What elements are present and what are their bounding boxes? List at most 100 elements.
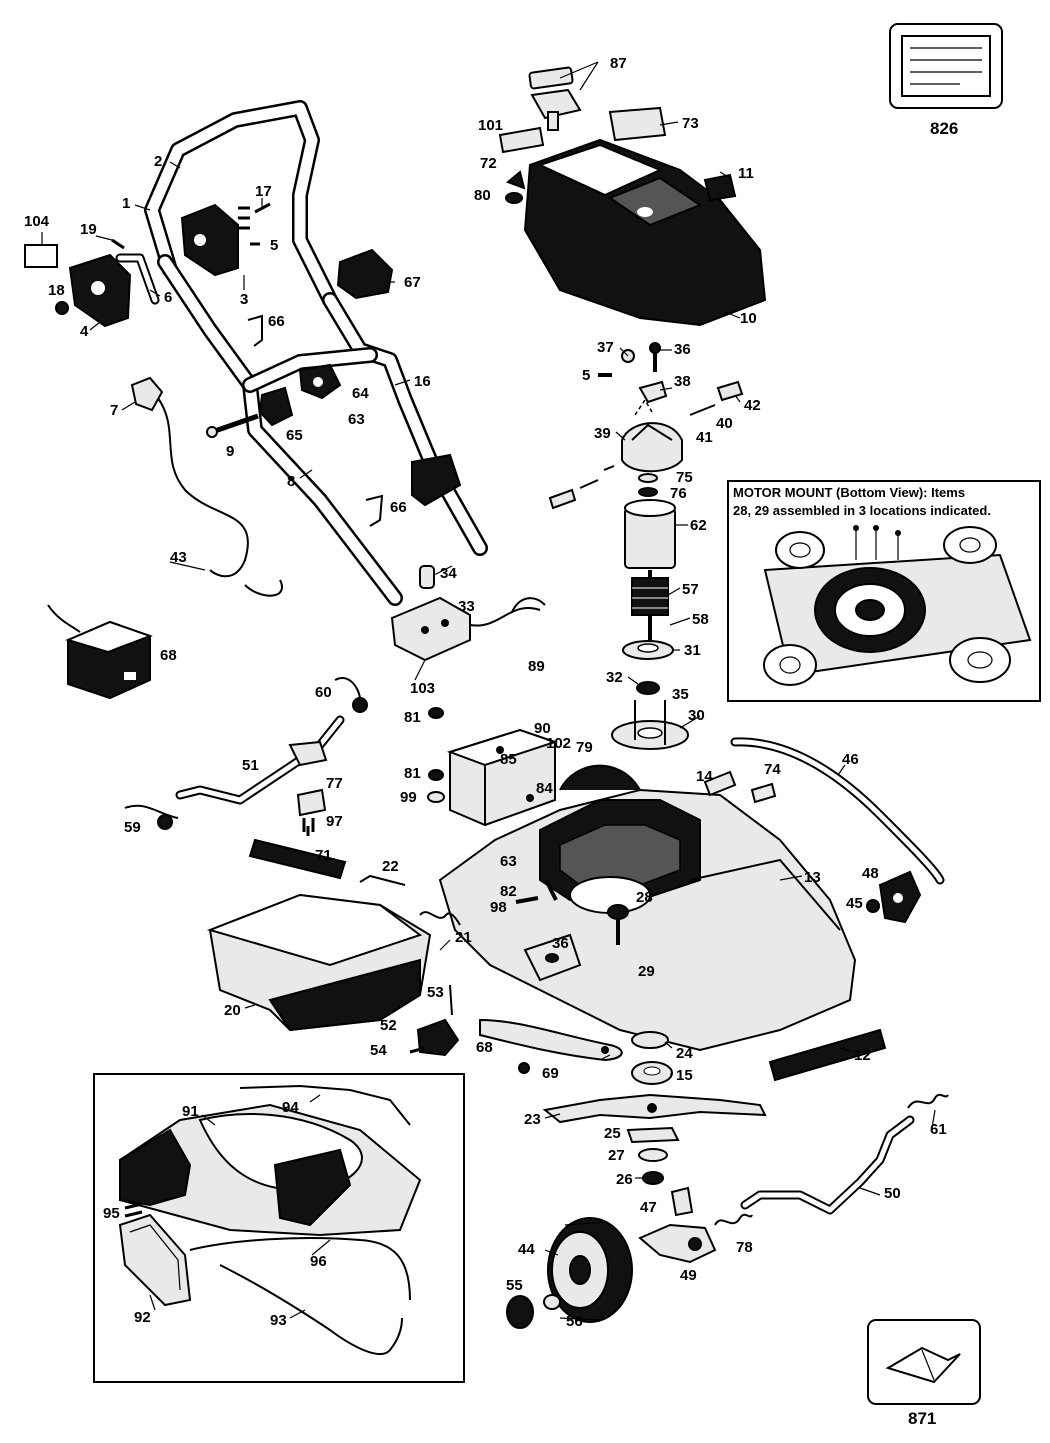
lower-handle	[157, 254, 488, 606]
label-69: 69	[542, 1065, 559, 1082]
motor-can-62	[624, 499, 676, 569]
armature-57	[631, 570, 669, 640]
label-50: 50	[884, 1185, 901, 1202]
spring-21	[419, 911, 461, 926]
label-8: 8	[287, 473, 295, 490]
label-88: 68	[160, 647, 177, 664]
manual-book-871	[867, 1319, 981, 1405]
spring-60	[334, 677, 368, 713]
label-90: 90	[534, 720, 551, 737]
nut-18	[55, 301, 69, 315]
label-2: 2	[154, 153, 162, 170]
label-80: 80	[474, 187, 491, 204]
label-67: 67	[404, 274, 421, 291]
label-83: 63	[500, 853, 517, 870]
frame-96	[189, 1237, 411, 1301]
standoff-28-29	[607, 904, 629, 945]
label-65: 65	[286, 427, 303, 444]
label-47: 47	[640, 1199, 657, 1216]
motor-bracket-38	[598, 342, 668, 404]
label-87: 87	[610, 55, 627, 72]
label-102: 102	[546, 735, 571, 752]
label-103: 103	[410, 680, 435, 697]
bracket-92	[118, 1213, 192, 1307]
decal-101	[498, 126, 545, 154]
label-17: 17	[255, 183, 272, 200]
label-28: 28	[636, 889, 653, 906]
rod-94	[239, 1084, 411, 1126]
label-5b: 5	[582, 367, 590, 384]
decal-71	[248, 838, 347, 880]
label-52: 52	[380, 1017, 397, 1034]
label-39: 39	[594, 425, 611, 442]
label-41: 41	[696, 429, 713, 446]
label-1: 1	[122, 195, 130, 212]
rod-51	[175, 715, 345, 805]
rear-flap-20	[206, 893, 432, 1032]
label-77: 77	[326, 775, 343, 792]
label-66a: 66	[268, 313, 285, 330]
spring-78	[714, 1213, 753, 1226]
label-85: 85	[500, 751, 517, 768]
label-3: 3	[240, 291, 248, 308]
label-58: 58	[692, 611, 709, 628]
label-30: 30	[688, 707, 705, 724]
label-33: 33	[458, 598, 475, 615]
inset-wheel-rear-left	[763, 644, 817, 686]
leader-lines	[41, 61, 936, 1319]
frame-93	[219, 1264, 403, 1356]
label-12: 12	[854, 1047, 871, 1064]
deck-skirt-12	[768, 1028, 887, 1082]
label-51: 51	[242, 757, 259, 774]
label-59: 59	[124, 819, 141, 836]
screws-82-98	[515, 879, 558, 904]
wheel-44	[547, 1217, 633, 1323]
bolt-9	[206, 413, 259, 438]
inset-title-line2: 28, 29 assembled in 3 locations indicate…	[733, 503, 991, 518]
knob-72	[506, 170, 526, 190]
label-36a: 36	[674, 341, 691, 358]
label-26: 26	[616, 1171, 633, 1188]
plug-34	[419, 565, 435, 589]
label-11: 11	[738, 165, 754, 182]
nut-56	[543, 1294, 561, 1310]
bracket-48	[878, 870, 922, 924]
cord-7-43	[130, 376, 283, 597]
rear-axle-50	[740, 1115, 915, 1215]
label-98: 98	[490, 899, 507, 916]
label-31: 31	[684, 642, 701, 659]
label-54: 54	[370, 1042, 387, 1059]
label-95: 95	[103, 1205, 120, 1222]
label-76: 76	[670, 485, 687, 502]
label-4: 4	[80, 323, 89, 340]
label-45: 45	[846, 895, 863, 912]
height-bar-46	[730, 737, 945, 885]
label-68b: 68	[476, 1039, 493, 1056]
spring-61	[907, 1093, 949, 1109]
label-63a: 63	[348, 411, 365, 428]
label-55: 55	[506, 1277, 523, 1294]
brush-holder-42	[689, 380, 744, 416]
spring-53	[449, 984, 453, 1016]
label-826: 826	[930, 119, 958, 138]
insert-11	[703, 173, 737, 202]
label-73: 73	[682, 115, 699, 132]
label-7: 7	[110, 402, 118, 419]
label-6: 6	[164, 289, 172, 306]
label-46: 46	[842, 751, 859, 768]
label-96: 96	[310, 1253, 327, 1270]
label-20: 20	[224, 1002, 241, 1019]
adapter-15	[631, 1061, 673, 1085]
label-decal-826	[889, 23, 1003, 109]
grass-bag-inset	[93, 1073, 465, 1383]
mounting-plate-30	[611, 700, 689, 750]
label-89: 89	[528, 658, 545, 675]
guard-68	[479, 1018, 623, 1062]
nut-26	[642, 1171, 664, 1185]
label-23: 23	[524, 1111, 541, 1128]
label-73	[608, 106, 667, 142]
plate-77	[296, 788, 327, 832]
label-49: 49	[680, 1267, 697, 1284]
label-16: 16	[414, 373, 431, 390]
bushing-36-lower	[523, 933, 582, 982]
